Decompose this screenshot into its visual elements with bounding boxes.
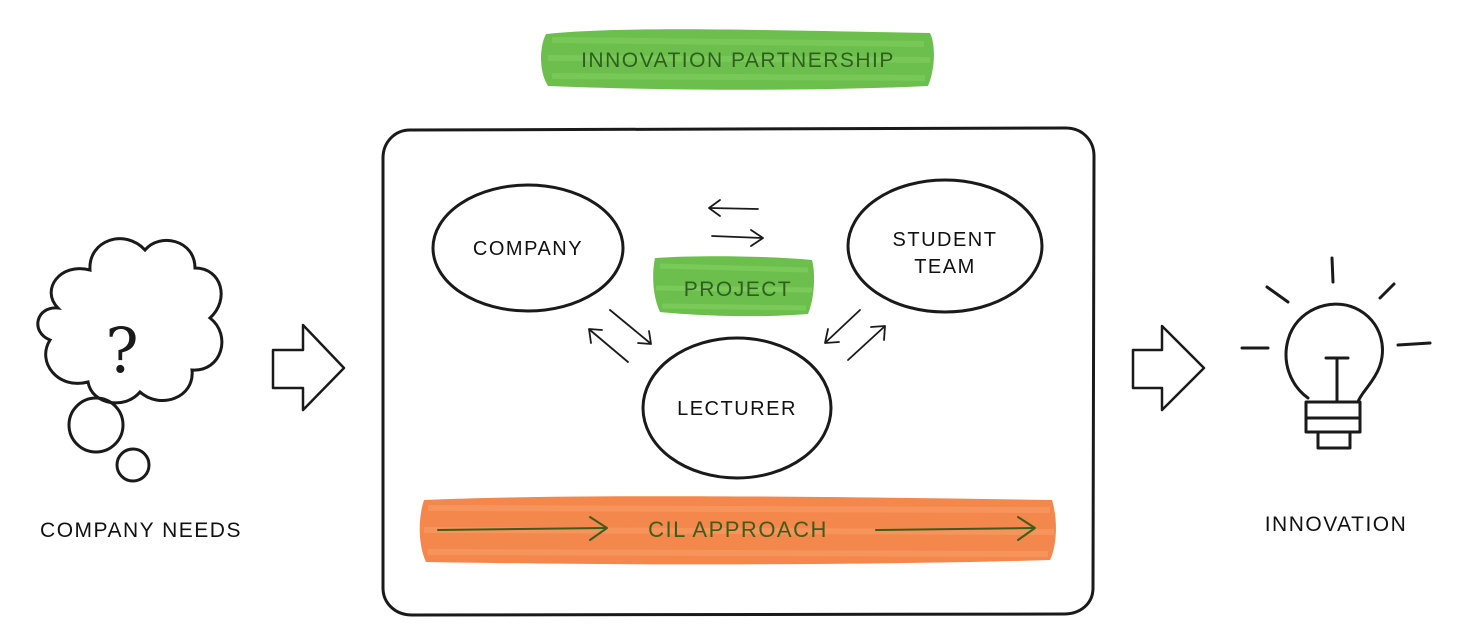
arrow-student-to-company [708, 199, 759, 217]
question-mark: ? [105, 314, 138, 387]
approach-arrow-left [437, 527, 607, 531]
arrow-lecturer-to-student [847, 325, 886, 361]
partnership-frame [381, 126, 1096, 617]
project-highlight: PROJECT [653, 256, 815, 317]
company-label: COMPANY [473, 238, 583, 260]
lightbulb-icon [1240, 256, 1432, 450]
lecturer-node: LECTURER [641, 336, 833, 480]
cil-approach-label: CIL APPROACH [648, 517, 828, 542]
block-arrow-right [1131, 324, 1206, 412]
arrow-company-to-lecturer [609, 309, 652, 345]
student-team-label-line2: TEAM [914, 256, 976, 278]
company-node: COMPANY [431, 183, 625, 313]
block-arrow-left [271, 323, 346, 412]
arrow-lecturer-to-company [588, 328, 629, 363]
thought-cloud-question-icon: ? [36, 237, 224, 483]
arrow-student-to-lecturer [824, 309, 861, 344]
banner-label: INNOVATION PARTNERSHIP [581, 49, 895, 72]
arrow-company-to-student [711, 229, 764, 247]
lecturer-label: LECTURER [677, 398, 797, 420]
project-label: PROJECT [684, 278, 793, 301]
company-needs-label: COMPANY NEEDS [40, 519, 242, 542]
innovation-label: INNOVATION [1265, 513, 1408, 536]
innovation-partnership-banner: INNOVATION PARTNERSHIP [541, 29, 934, 90]
cil-approach-band: CIL APPROACH [419, 496, 1056, 565]
student-team-node: STUDENT TEAM [846, 178, 1044, 314]
student-team-label-line1: STUDENT [893, 229, 998, 251]
approach-arrow-right [875, 527, 1035, 531]
